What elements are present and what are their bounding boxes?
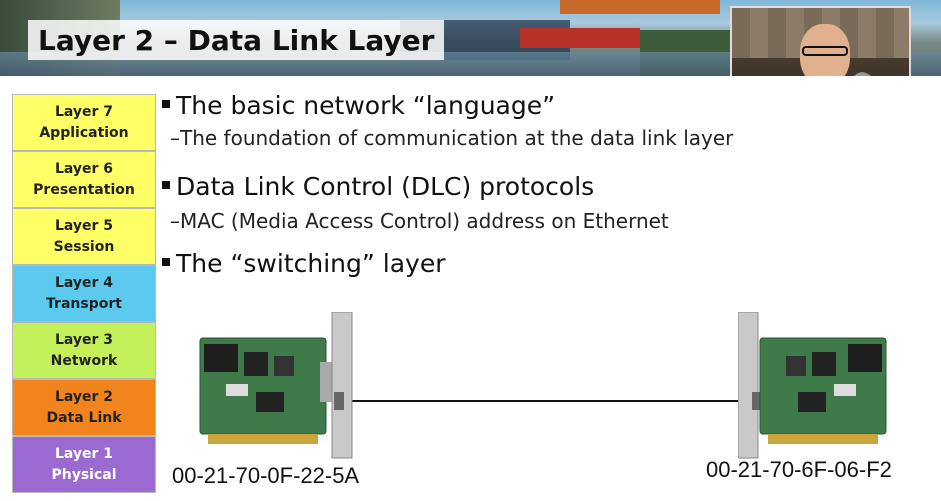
osi-layer-number: Layer 6	[54, 160, 114, 177]
bullet-square-icon	[162, 100, 170, 108]
slide-title: Layer 2 – Data Link Layer	[38, 23, 435, 57]
bullet-square-icon	[162, 258, 170, 266]
bullet-list: The basic network “language” –The founda…	[162, 90, 812, 280]
bullet-text: The “switching” layer	[176, 249, 446, 278]
osi-layer-4: Layer 4 Transport	[12, 265, 156, 322]
bullet-square-icon	[162, 181, 170, 189]
network-link-line	[340, 400, 758, 402]
right-mac-address: 00-21-70-6F-06-F2	[706, 457, 892, 482]
osi-layer-name: Physical	[51, 466, 117, 483]
osi-layer-number: Layer 4	[54, 274, 114, 291]
osi-layer-number: Layer 2	[54, 388, 114, 405]
bullet-text: Data Link Control (DLC) protocols	[176, 172, 595, 201]
osi-layer-name: Network	[50, 352, 118, 369]
osi-layer-2: Layer 2 Data Link	[12, 379, 156, 436]
osi-layer-5: Layer 5 Session	[12, 208, 156, 265]
osi-layer-3: Layer 3 Network	[12, 322, 156, 379]
osi-layer-name: Transport	[46, 295, 122, 312]
osi-layer-name: Application	[39, 124, 129, 141]
presenter-glasses	[802, 46, 848, 56]
osi-layer-name: Data Link	[46, 409, 122, 426]
sub-bullet-item: –MAC (Media Access Control) address on E…	[170, 209, 669, 233]
left-mac-address: 00-21-70-0F-22-5A	[172, 463, 360, 488]
osi-layer-name: Session	[53, 238, 115, 255]
osi-layer-7: Layer 7 Application	[12, 94, 156, 151]
bullet-item: The “switching” layer	[162, 248, 812, 280]
bullet-text: The basic network “language”	[176, 91, 556, 120]
slide-title-box: Layer 2 – Data Link Layer	[28, 20, 445, 60]
osi-layer-1: Layer 1 Physical	[12, 436, 156, 493]
osi-layer-number: Layer 7	[54, 103, 114, 120]
banner-photo-boat	[520, 28, 640, 48]
sub-bullet-item: –The foundation of communication at the …	[170, 126, 734, 150]
osi-layer-number: Layer 3	[54, 331, 114, 348]
bullet-item: The basic network “language”	[162, 90, 812, 122]
banner-photo-roof	[560, 0, 720, 14]
left-network-card-icon	[199, 312, 353, 459]
osi-layer-name: Presentation	[33, 181, 135, 198]
osi-layer-number: Layer 5	[54, 217, 114, 234]
right-network-card-icon	[738, 312, 887, 459]
osi-layer-6: Layer 6 Presentation	[12, 151, 156, 208]
osi-layer-stack: Layer 7 Application Layer 6 Presentation L…	[12, 94, 156, 493]
osi-layer-number: Layer 1	[54, 445, 114, 462]
bullet-item: Data Link Control (DLC) protocols	[162, 171, 812, 203]
